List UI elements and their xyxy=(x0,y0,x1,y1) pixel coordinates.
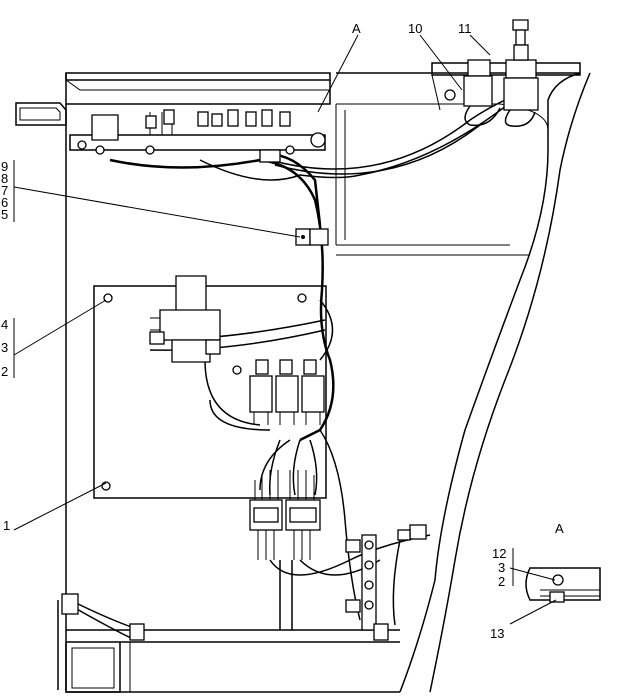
callout-7: 7 xyxy=(1,183,8,198)
mounting-plate xyxy=(93,285,327,499)
callout-8: 8 xyxy=(1,171,8,186)
terminal-strip xyxy=(61,524,427,641)
harness-clamp xyxy=(259,149,329,246)
callout-5: 5 xyxy=(1,207,8,222)
callout-labels: A 10 11 9 8 7 6 5 4 3 2 1 A 12 3 2 13 xyxy=(1,21,564,641)
callout-12: 12 xyxy=(492,546,506,561)
callout-2: 2 xyxy=(1,364,8,379)
callout-11: 11 xyxy=(458,21,472,36)
callout-3-detail: 3 xyxy=(498,560,505,575)
view-label: A xyxy=(352,21,361,36)
callout-4: 4 xyxy=(1,317,8,332)
main-relay xyxy=(149,275,242,375)
leader-lines xyxy=(13,34,557,625)
callout-1: 1 xyxy=(3,518,10,533)
cabinet-housing xyxy=(15,72,591,693)
switches xyxy=(431,19,581,127)
detail-label: A xyxy=(555,521,564,536)
connector-blocks xyxy=(249,470,321,560)
detail-view-a xyxy=(525,567,601,603)
callout-13: 13 xyxy=(490,626,504,641)
callout-10: 10 xyxy=(408,21,422,36)
relay-block xyxy=(249,359,325,425)
callout-9: 9 xyxy=(1,159,8,174)
terminal-rail xyxy=(69,109,326,155)
callout-3: 3 xyxy=(1,340,8,355)
main-harness xyxy=(69,89,531,641)
callout-2-detail: 2 xyxy=(498,574,505,589)
callout-6: 6 xyxy=(1,195,8,210)
